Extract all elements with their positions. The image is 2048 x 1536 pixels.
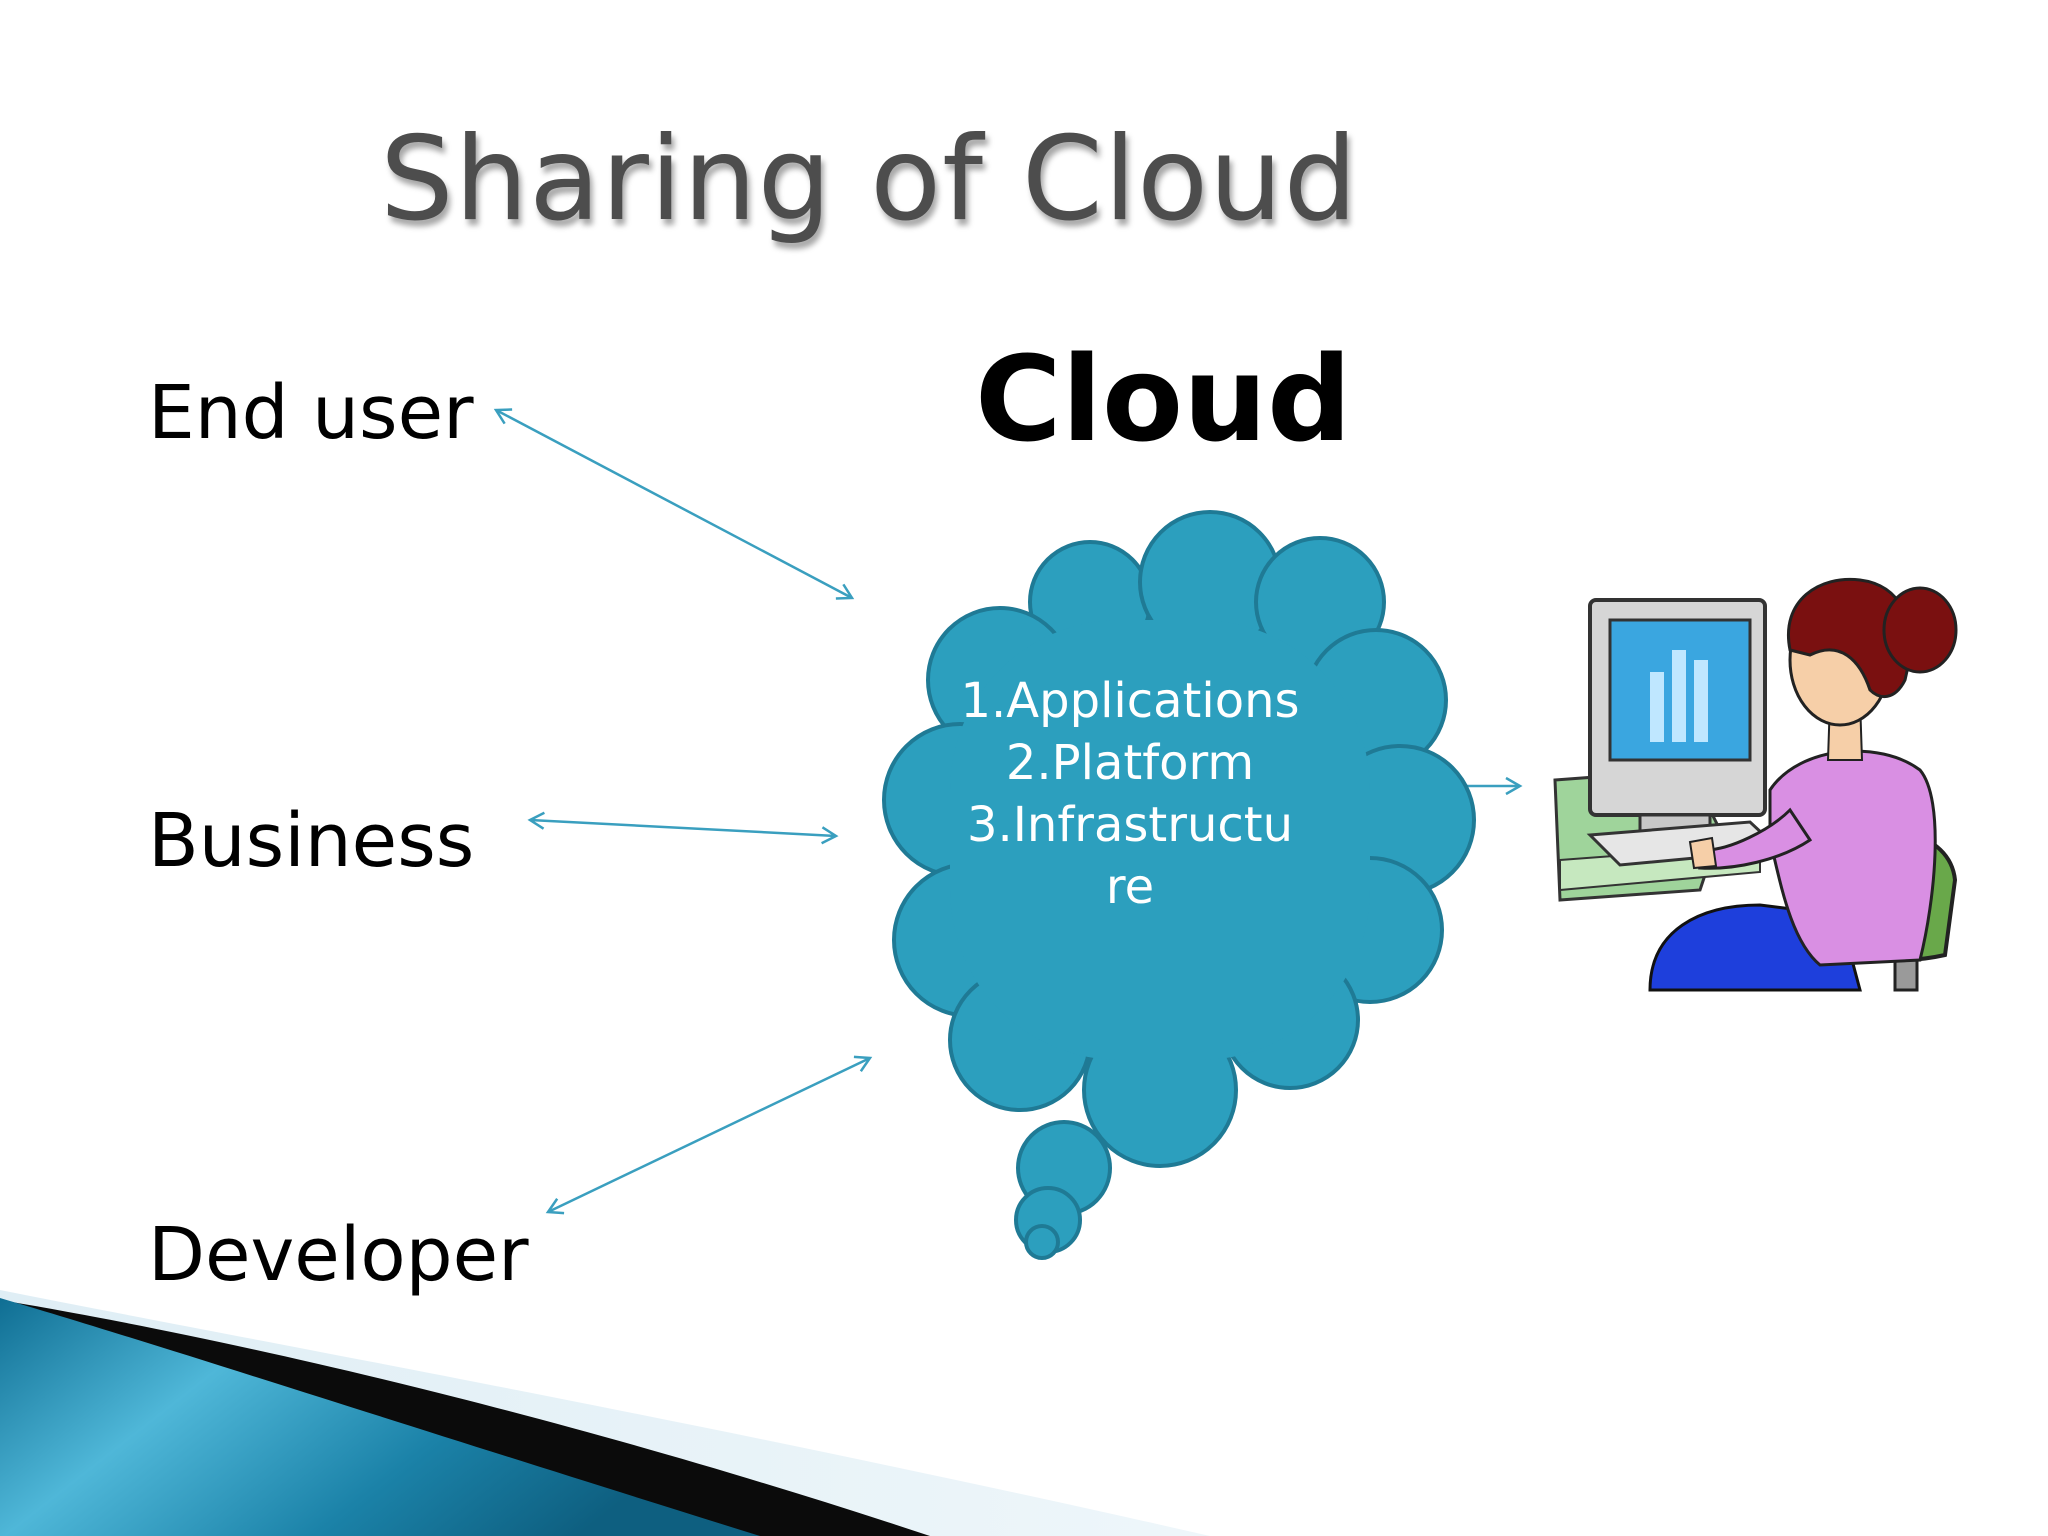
thought-cloud-icon xyxy=(882,510,1476,1260)
cloud-service-list: 1.Applications 2.Platform 3.Infrastructu… xyxy=(960,670,1300,918)
cloud-item-applications: 1.Applications xyxy=(960,673,1300,729)
label-developer: Developer xyxy=(148,1212,529,1298)
cloud-item-infrastructure: 3.Infrastructure xyxy=(966,797,1294,915)
cloud-item-platform: 2.Platform xyxy=(1005,735,1255,791)
arrow-end-user xyxy=(493,408,855,600)
slide-title: Sharing of Cloud xyxy=(380,112,1359,247)
arrow-developer xyxy=(545,1055,873,1215)
label-business: Business xyxy=(148,798,475,884)
cloud-heading: Cloud xyxy=(975,330,1352,468)
label-end-user: End user xyxy=(148,370,474,456)
woman-at-computer-icon xyxy=(1553,577,1958,992)
arrow-business xyxy=(527,811,839,845)
decorative-swoosh xyxy=(0,1290,1210,1536)
